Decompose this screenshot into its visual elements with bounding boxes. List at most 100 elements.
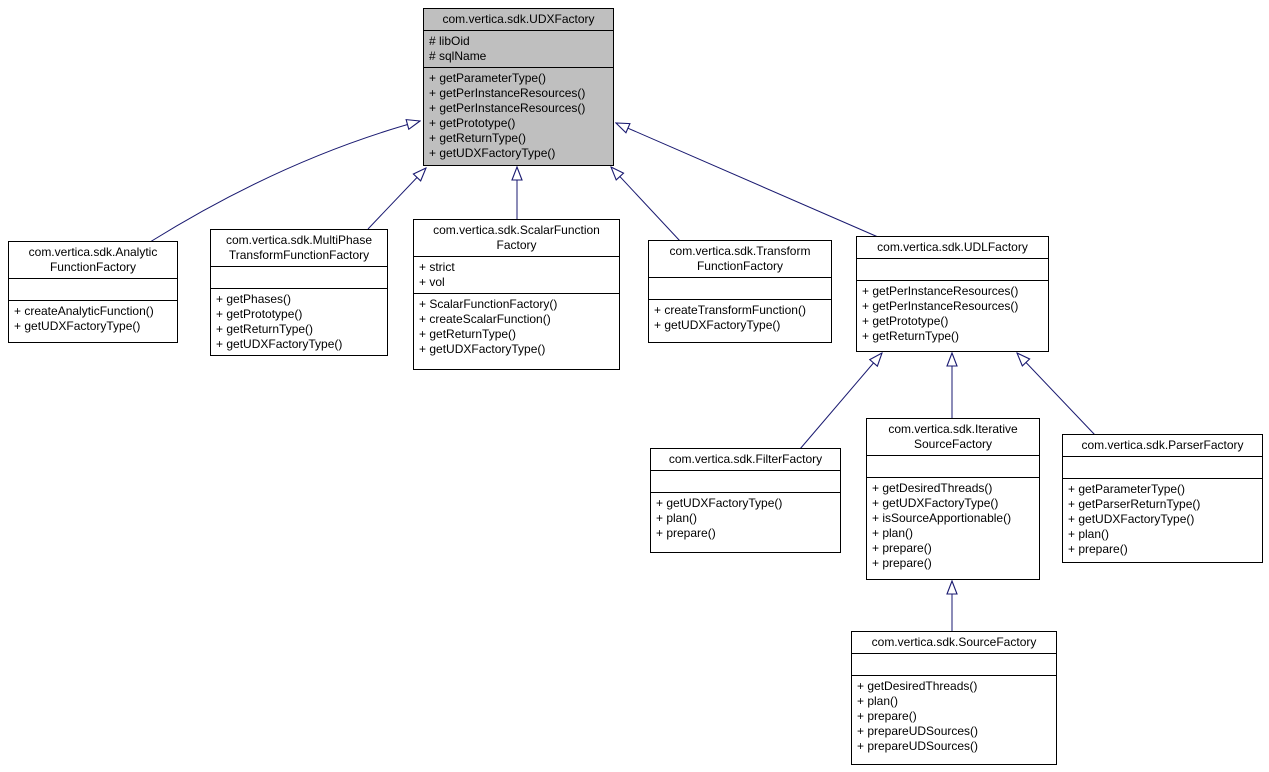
class-node-udxfactory[interactable]: com.vertica.sdk.UDXFactory # libOid# sql… — [423, 8, 614, 166]
class-attributes — [651, 471, 840, 493]
class-title: com.vertica.sdk.SourceFactory — [852, 632, 1056, 654]
inheritance-edge-udlfactory-to-udxfactory — [616, 123, 879, 238]
uml-text-line: + getReturnType() — [419, 327, 517, 341]
uml-text-line: + isSourceApportionable() — [872, 511, 1012, 525]
uml-text-line: + getParserReturnType() — [1068, 497, 1201, 511]
uml-text-line: # sqlName — [429, 49, 487, 63]
uml-text-line: + getPrototype() — [429, 116, 516, 130]
uml-text-line: + plan() — [656, 511, 698, 525]
uml-text-line: + prepareUDSources() — [857, 739, 979, 753]
class-attributes — [9, 279, 177, 301]
class-title: com.vertica.sdk.FilterFactory — [651, 449, 840, 471]
class-methods: + getPerInstanceResources()+ getPerInsta… — [857, 281, 1048, 351]
uml-text-line: + getUDXFactoryType() — [1068, 512, 1195, 526]
uml-text-line: + getParameterType() — [429, 71, 547, 85]
uml-text-line: + ScalarFunctionFactory() — [419, 297, 558, 311]
inheritance-edge-filterfactory-to-udlfactory — [799, 353, 882, 450]
class-attributes — [852, 654, 1056, 676]
uml-text-line: + vol — [419, 275, 445, 289]
uml-text-line: FunctionFactory — [49, 260, 137, 274]
uml-text-line: + getParameterType() — [1068, 482, 1186, 496]
uml-text-line: com.vertica.sdk.Transform — [669, 244, 811, 258]
class-title: com.vertica.sdk.ParserFactory — [1063, 435, 1262, 457]
uml-text-line: + createAnalyticFunction() — [14, 304, 154, 318]
uml-text-line: + prepare() — [857, 709, 917, 723]
class-node-parserfactory[interactable]: com.vertica.sdk.ParserFactory + getParam… — [1062, 434, 1263, 563]
uml-text-line: + getUDXFactoryType() — [656, 496, 783, 510]
uml-text-line: + getReturnType() — [429, 131, 527, 145]
class-attributes: # libOid# sqlName — [424, 31, 613, 68]
uml-text-line: + getUDXFactoryType() — [419, 342, 546, 356]
uml-text-line: com.vertica.sdk.Analytic — [28, 245, 158, 259]
class-methods: + getPhases()+ getPrototype()+ getReturn… — [211, 289, 387, 355]
uml-text-line: + strict — [419, 260, 455, 274]
uml-text-line: + getPerInstanceResources() — [862, 299, 1019, 313]
uml-text-line: + getPerInstanceResources() — [429, 101, 586, 115]
uml-text-line: com.vertica.sdk.MultiPhase — [225, 233, 373, 247]
uml-text-line: + getUDXFactoryType() — [14, 319, 141, 333]
class-methods: + getParameterType()+ getPerInstanceReso… — [424, 68, 613, 165]
uml-text-line: + getReturnType() — [862, 329, 960, 343]
uml-text-line: SourceFactory — [913, 437, 993, 451]
uml-text-line: + getDesiredThreads() — [857, 679, 978, 693]
class-methods: + createAnalyticFunction()+ getUDXFactor… — [9, 301, 177, 342]
uml-text-line: + plan() — [872, 526, 914, 540]
inheritance-edge-multiphasetransformfunctionfactory-to-udxfactory — [367, 168, 426, 230]
uml-text-line: + getDesiredThreads() — [872, 481, 993, 495]
class-methods: + getDesiredThreads()+ getUDXFactoryType… — [867, 478, 1039, 579]
uml-text-line: + getPerInstanceResources() — [862, 284, 1019, 298]
class-attributes — [867, 456, 1039, 478]
uml-text-line: + getReturnType() — [216, 322, 314, 336]
uml-text-line: + prepare() — [656, 526, 716, 540]
class-attributes — [649, 278, 831, 300]
uml-text-line: com.vertica.sdk.FilterFactory — [668, 452, 823, 466]
class-methods: + createTransformFunction()+ getUDXFacto… — [649, 300, 831, 342]
uml-text-line: + createScalarFunction() — [419, 312, 551, 326]
uml-text-line: + getPrototype() — [216, 307, 303, 321]
uml-text-line: + getUDXFactoryType() — [216, 337, 343, 351]
uml-text-line: com.vertica.sdk.UDXFactory — [442, 12, 595, 26]
uml-text-line: + prepare() — [872, 556, 932, 570]
uml-text-line: + plan() — [1068, 527, 1110, 541]
class-title: com.vertica.sdk.UDXFactory — [424, 9, 613, 31]
uml-text-line: + getUDXFactoryType() — [429, 146, 556, 160]
class-node-filterfactory[interactable]: com.vertica.sdk.FilterFactory + getUDXFa… — [650, 448, 841, 553]
class-node-udlfactory[interactable]: com.vertica.sdk.UDLFactory + getPerInsta… — [856, 236, 1049, 352]
uml-text-line: + getUDXFactoryType() — [654, 318, 781, 332]
inheritance-edge-analyticfunctionfactory-to-udxfactory — [149, 121, 420, 243]
class-attributes — [211, 267, 387, 289]
inheritance-edge-parserfactory-to-udlfactory — [1017, 353, 1096, 436]
uml-text-line: com.vertica.sdk.SourceFactory — [871, 635, 1037, 649]
uml-text-line: # libOid — [429, 34, 470, 48]
inheritance-edge-transformfunctionfactory-to-udxfactory — [611, 167, 681, 242]
class-methods: + getUDXFactoryType()+ plan()+ prepare() — [651, 493, 840, 552]
class-attributes: + strict+ vol — [414, 257, 619, 294]
uml-text-line: com.vertica.sdk.Iterative — [888, 422, 1018, 436]
uml-text-line: + getUDXFactoryType() — [872, 496, 999, 510]
uml-text-line: + getPhases() — [216, 292, 292, 306]
class-title: com.vertica.sdk.UDLFactory — [857, 237, 1048, 259]
class-node-sourcefactory[interactable]: com.vertica.sdk.SourceFactory + getDesir… — [851, 631, 1057, 765]
uml-text-line: + createTransformFunction() — [654, 303, 806, 317]
uml-text-line: com.vertica.sdk.ScalarFunction — [433, 223, 600, 237]
uml-text-line: + getPerInstanceResources() — [429, 86, 586, 100]
class-attributes — [1063, 457, 1262, 479]
uml-text-line: + prepare() — [872, 541, 932, 555]
class-attributes — [857, 259, 1048, 281]
uml-text-line: + getPrototype() — [862, 314, 949, 328]
uml-text-line: FunctionFactory — [696, 259, 784, 273]
uml-text-line: + plan() — [857, 694, 899, 708]
uml-text-line: com.vertica.sdk.UDLFactory — [877, 240, 1028, 254]
class-methods: + ScalarFunctionFactory()+ createScalarF… — [414, 294, 619, 369]
